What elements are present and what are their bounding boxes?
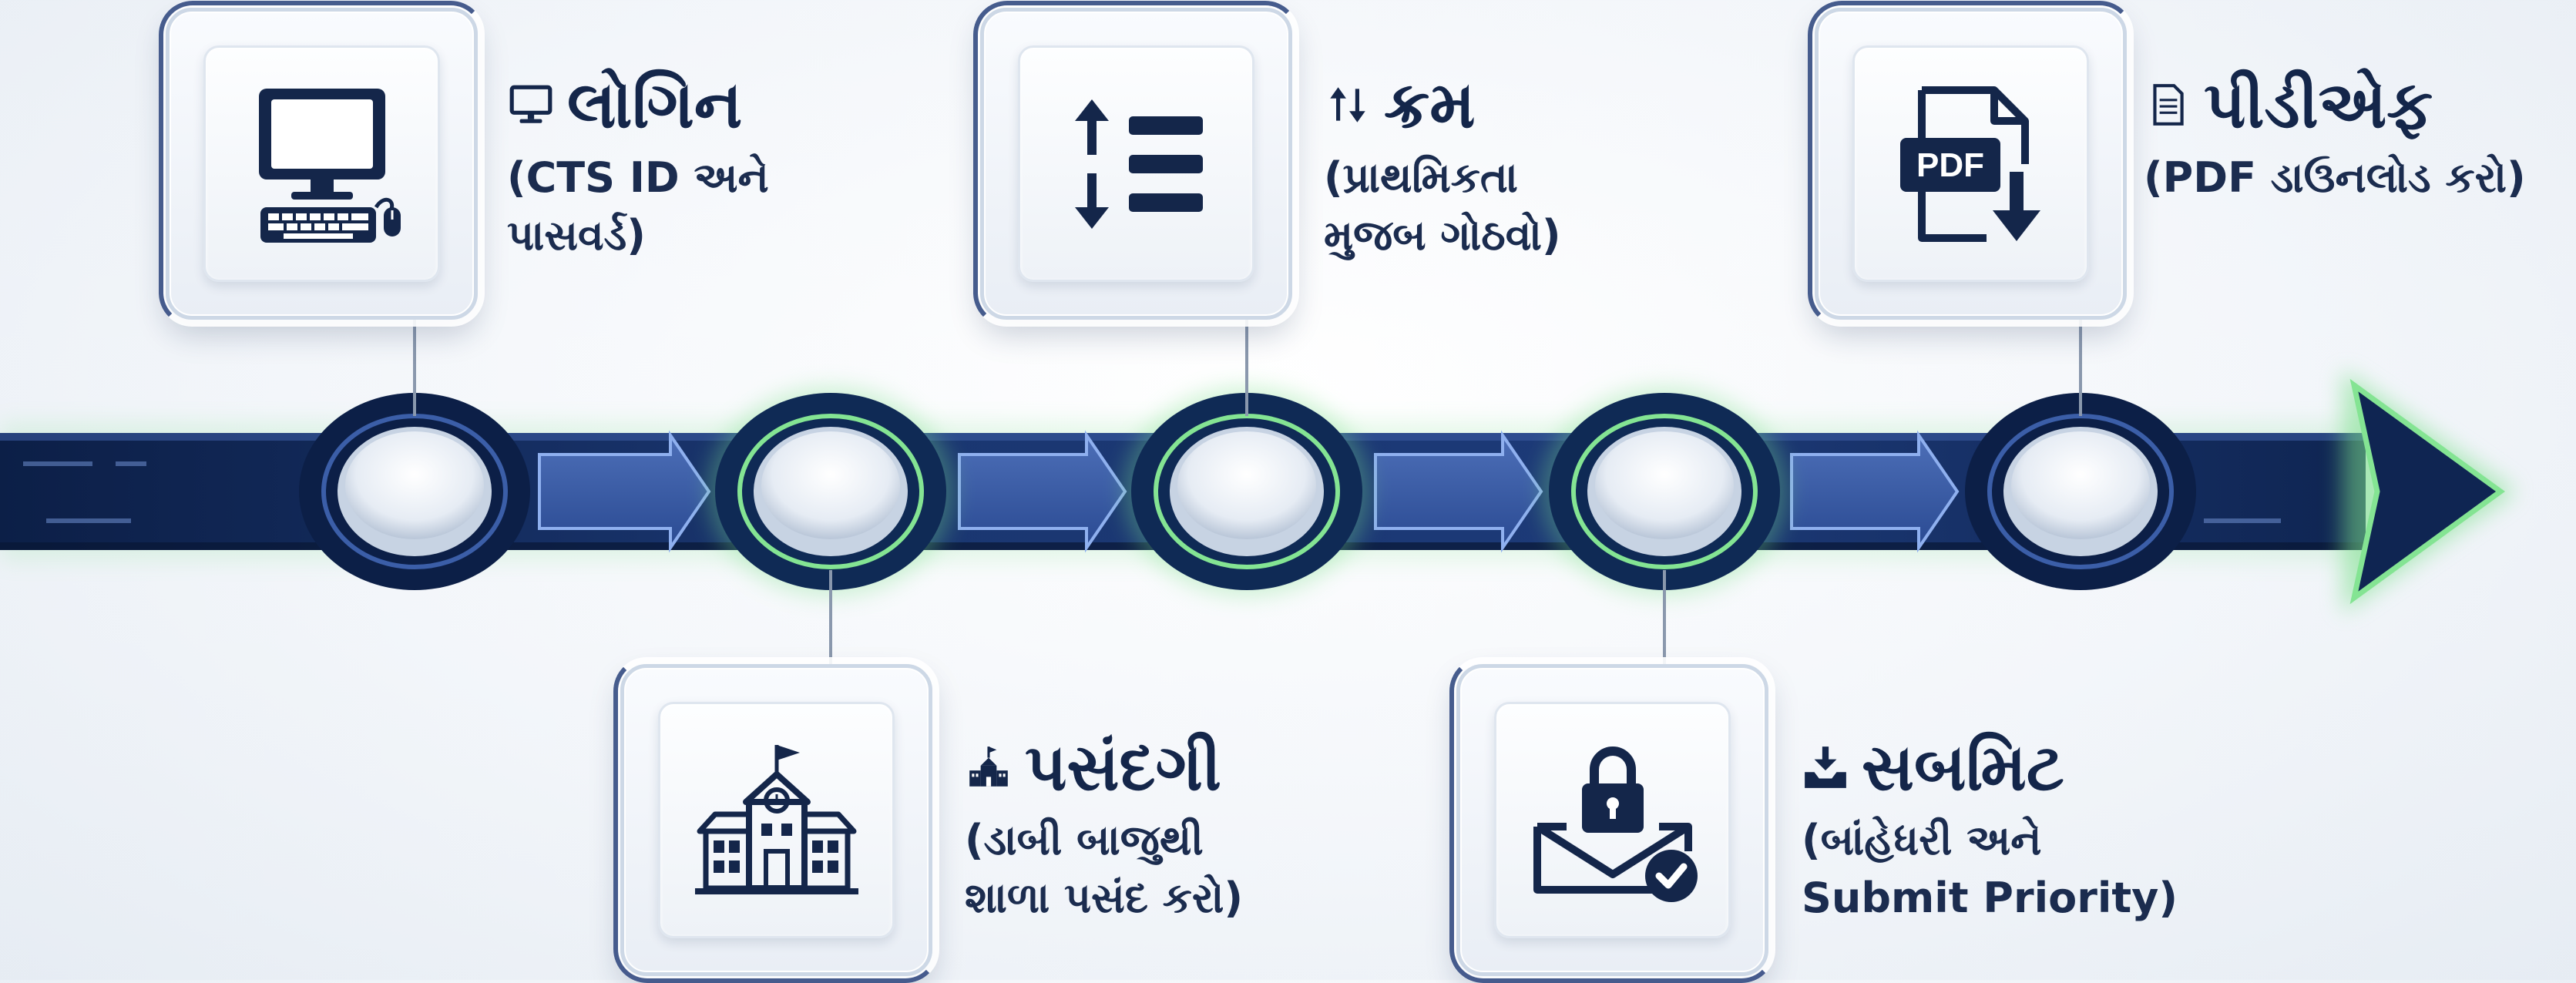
step-subtitle: (CTS ID અને પાસવર્ડ) — [507, 153, 769, 260]
step-subtitle: (પ્રાથમિકતા મુજબ ગોઠવો) — [1324, 153, 1561, 260]
inbox-tray-icon — [1805, 746, 1846, 789]
step-card-pdf: PDF — [1808, 1, 2134, 327]
timeline-nodes — [299, 387, 2196, 596]
step-title: સબમિટ — [1862, 730, 2064, 805]
step-label-pdf: પીડીએફ (PDF ડાઉનલોડ કરો) — [2144, 69, 2526, 207]
step-title: પસંદગી — [1025, 730, 1221, 805]
school-building-icon — [694, 744, 858, 894]
step-label-selection: પસંદગી (ડાબી બાજુથી શાળા પસંદ કરો) — [965, 732, 1243, 927]
step-card-order — [973, 1, 1299, 327]
step-subtitle: (બાંહેધરી અને Submit Priority) — [1802, 816, 2178, 922]
step-title: પીડીએફ — [2204, 67, 2433, 143]
priority-order-icon — [1074, 99, 1203, 229]
step-card-login — [159, 1, 485, 327]
step-subtitle: (PDF ડાઉનલોડ કરો) — [2144, 153, 2526, 203]
school-icon — [969, 746, 1008, 787]
step-label-login: લોગિન (CTS ID અને પાસવર્ડ) — [507, 69, 769, 264]
pdf-download-icon: PDF — [1899, 86, 2040, 242]
step-title: ક્રમ — [1384, 67, 1476, 143]
locked-mail-icon — [1533, 746, 1698, 902]
up-down-arrows-icon — [1330, 87, 1365, 122]
step-label-order: ક્રમ (પ્રાથમિકતા મુજબ ગોઠવો) — [1324, 69, 1561, 264]
step-subtitle: (ડાબી બાજુથી શાળા પસંદ કરો) — [965, 816, 1244, 922]
step-card-submit — [1449, 657, 1775, 983]
step-title: લોગિન — [567, 67, 743, 143]
document-icon — [2153, 84, 2184, 126]
pdf-badge-text: PDF — [1916, 146, 1984, 184]
desktop-computer-icon — [258, 88, 401, 243]
step-card-selection — [613, 657, 939, 983]
step-label-submit: સબમિટ (બાંહેધરી અને Submit Priority) — [1802, 732, 2178, 927]
monitor-icon — [509, 85, 552, 123]
